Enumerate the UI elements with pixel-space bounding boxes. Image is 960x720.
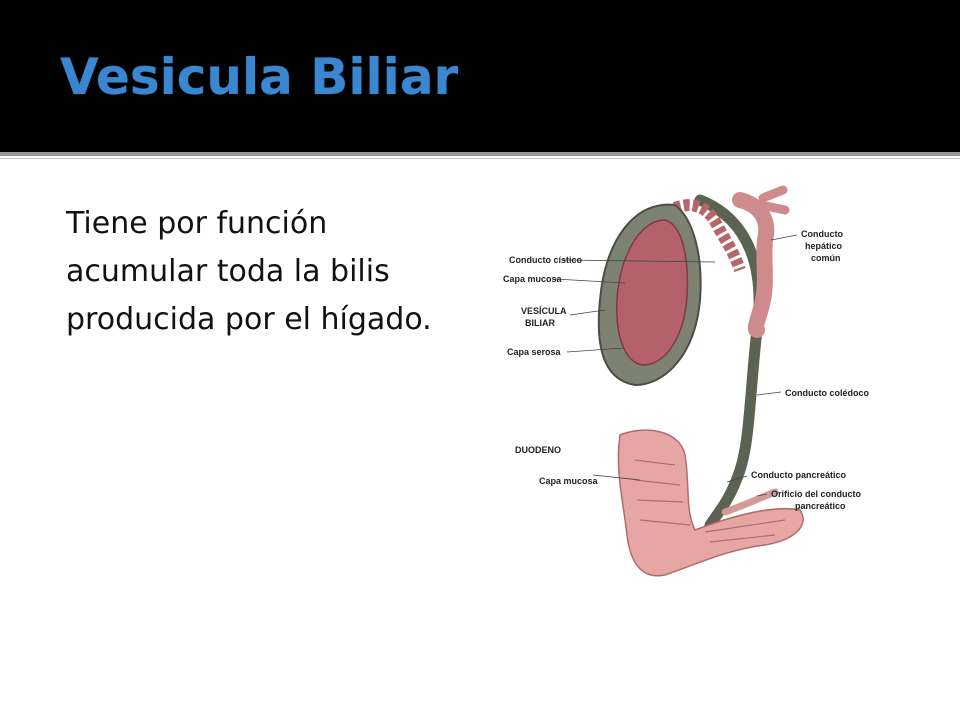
label-pancreatico: Conducto pancreático <box>751 470 847 480</box>
duodenum <box>617 429 804 577</box>
slide-body-text: Tiene por función acumular toda la bilis… <box>66 206 432 337</box>
label-conducto-cistico: Conducto cístico <box>509 255 583 265</box>
label-orificio-1: Orificio del conducto <box>771 489 862 499</box>
label-duodeno: DUODENO <box>515 445 561 455</box>
common-bile-duct <box>694 194 765 531</box>
label-hepatico-2: hepático <box>805 241 843 251</box>
gallbladder-illustration: Conducto cístico Capa mucosa VESÍCULA BI… <box>495 180 895 590</box>
title-divider-thin <box>0 158 960 159</box>
leader-lines <box>554 234 798 497</box>
label-hepatico-3: común <box>811 253 841 263</box>
pancreatic-duct <box>721 488 779 516</box>
gallbladder-mucosa <box>616 219 689 366</box>
label-biliar: BILIAR <box>525 318 555 328</box>
label-orificio-2: pancreático <box>795 501 846 511</box>
title-bar <box>0 0 960 152</box>
duodenum-folds <box>634 459 786 543</box>
label-capa-serosa: Capa serosa <box>507 347 562 357</box>
hepatic-duct <box>732 192 775 338</box>
title-divider <box>0 152 960 156</box>
label-capa-mucosa-top: Capa mucosa <box>503 274 563 284</box>
label-vesicula: VESÍCULA <box>521 306 567 316</box>
label-hepatico-1: Conducto <box>801 229 843 239</box>
cystic-duct <box>672 199 746 273</box>
hepatic-branches <box>756 185 790 215</box>
gallbladder-diagram: Conducto cístico Capa mucosa VESÍCULA BI… <box>503 185 869 577</box>
slide-title: Vesicula Biliar <box>60 48 459 106</box>
label-capa-mucosa-bottom: Capa mucosa <box>539 476 599 486</box>
label-coledoco: Conducto colédoco <box>785 388 869 398</box>
